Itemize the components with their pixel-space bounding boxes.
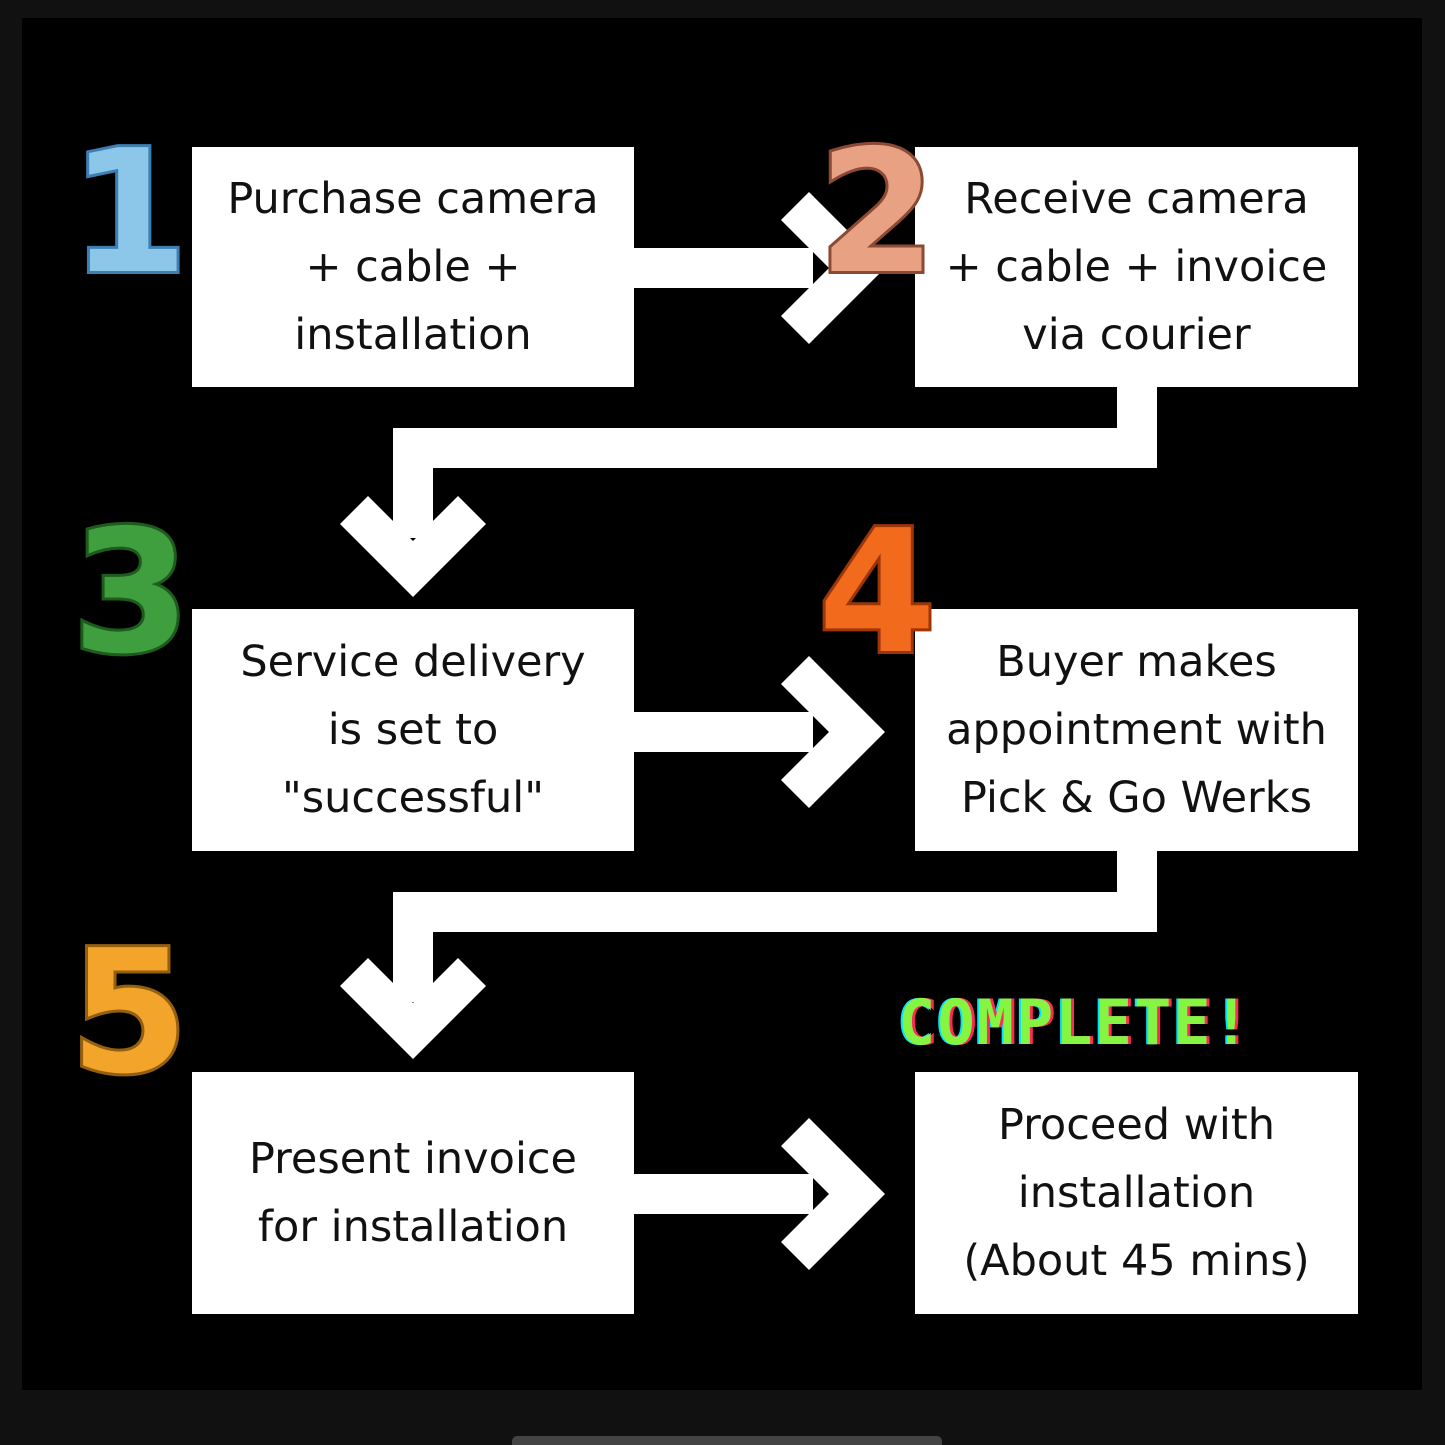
final-step-text: Proceed with installation (About 45 mins…: [963, 1100, 1310, 1286]
step-4-box: Buyer makes appointment with Pick & Go W…: [915, 609, 1358, 851]
arrow-3-4-head: [781, 656, 885, 808]
step-3-number: 3: [69, 494, 193, 692]
arrow-2-3-head: [340, 496, 486, 597]
arrow-3-4-shaft: [633, 712, 813, 752]
step-1-text: Purchase camera + cable + installation: [227, 174, 599, 360]
step-2-number: 2: [815, 114, 939, 312]
arrow-5-final-head: [781, 1118, 885, 1270]
arrow-5-final-shaft: [633, 1174, 813, 1214]
step-2-box: Receive camera + cable + invoice via cou…: [915, 147, 1358, 387]
bottom-handle-bar: [512, 1436, 942, 1445]
step-2-text: Receive camera + cable + invoice via cou…: [945, 174, 1328, 360]
complete-label: COMPLETE!: [898, 986, 1252, 1059]
step-1-box: Purchase camera + cable + installation: [192, 147, 634, 387]
step-1-number: 1: [67, 114, 191, 312]
step-5-box: Present invoice for installation: [192, 1072, 634, 1314]
step-4-text: Buyer makes appointment with Pick & Go W…: [946, 637, 1327, 823]
arrow-4-5-head: [340, 958, 486, 1059]
arrow-4-5-run: [393, 892, 1157, 932]
step-3-text: Service delivery is set to "successful": [240, 637, 586, 823]
step-4-number: 4: [815, 494, 939, 692]
arrow-4-5-down: [393, 892, 433, 1002]
arrow-2-3-down: [393, 428, 433, 538]
arrow-1-2-head: [781, 192, 885, 344]
final-step-box: Proceed with installation (About 45 mins…: [915, 1072, 1358, 1314]
step-3-box: Service delivery is set to "successful": [192, 609, 634, 851]
step-5-number: 5: [67, 914, 191, 1112]
arrow-1-2-shaft: [633, 248, 813, 288]
step-5-text: Present invoice for installation: [248, 1134, 577, 1252]
arrow-2-3-run: [393, 428, 1157, 468]
